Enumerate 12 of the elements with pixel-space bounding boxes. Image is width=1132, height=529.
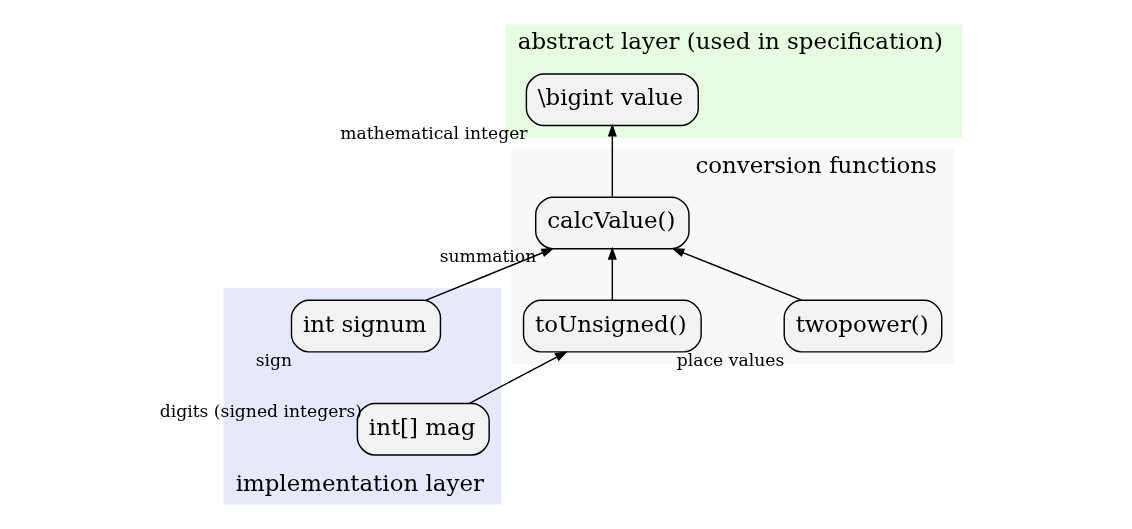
node-box: \bigint value [525,73,699,127]
node-box: int signum [290,299,441,353]
node-box: twopower() [783,299,942,353]
arrow [468,351,568,404]
node-label: summation [439,246,536,267]
node-box: toUnsigned() [522,299,702,353]
arrow [607,123,617,198]
arrow [670,248,802,301]
node-box: calcValue() [534,196,690,250]
arrow [607,246,617,301]
arrow [425,248,554,301]
node-label: sign [255,349,292,370]
